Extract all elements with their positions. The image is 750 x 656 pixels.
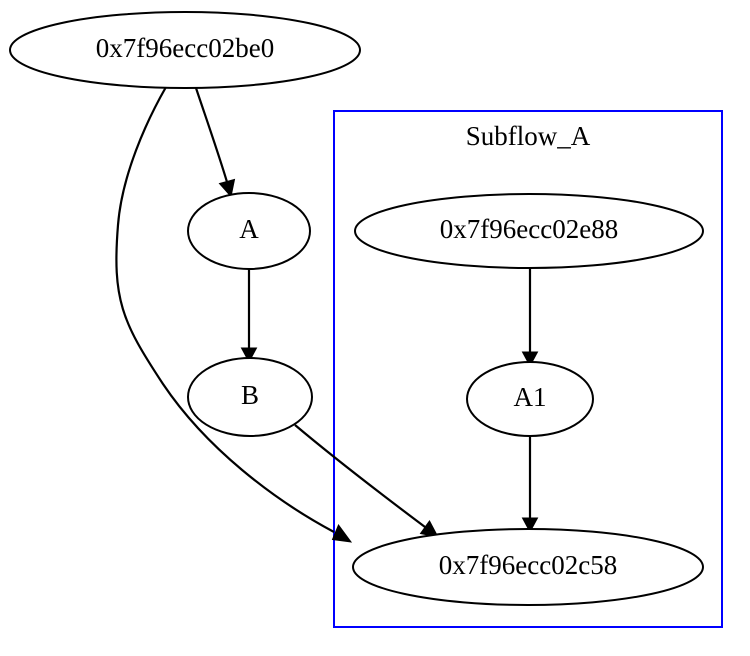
node-b[interactable]: B bbox=[187, 357, 313, 437]
node-a1-ellipse[interactable] bbox=[466, 361, 594, 437]
cluster-label-subflow-a: Subflow_A bbox=[466, 121, 591, 151]
edge-root-to-c58-arrowhead bbox=[331, 523, 353, 543]
node-root-label: 0x7f96ecc02be0 bbox=[96, 33, 274, 63]
cluster-subflow-a: Subflow_A bbox=[333, 110, 723, 628]
edge-a1-to-c58 bbox=[521, 436, 539, 534]
node-root[interactable]: 0x7f96ecc02be0 bbox=[9, 11, 361, 89]
edge-b-to-c58 bbox=[294, 424, 439, 538]
edge-b-to-c58-line bbox=[294, 424, 426, 528]
cluster-border-subflow-a bbox=[333, 110, 723, 628]
node-e88[interactable]: 0x7f96ecc02e88 bbox=[354, 193, 704, 269]
node-a-label: A bbox=[239, 214, 259, 244]
node-e88-ellipse[interactable] bbox=[354, 193, 704, 269]
edge-a-to-b-arrowhead bbox=[240, 347, 258, 364]
edge-e88-to-a1 bbox=[521, 268, 539, 368]
node-c58-ellipse[interactable] bbox=[352, 528, 704, 606]
edge-root-to-c58 bbox=[115, 86, 353, 543]
edge-root-to-c58-line bbox=[115, 86, 335, 533]
node-a[interactable]: A bbox=[187, 192, 311, 270]
node-b-ellipse[interactable] bbox=[187, 357, 313, 437]
node-a-ellipse[interactable] bbox=[187, 192, 311, 270]
edge-e88-to-a1-arrowhead bbox=[521, 351, 539, 368]
edge-root-to-a bbox=[194, 87, 236, 198]
edge-root-to-a-line bbox=[194, 87, 229, 183]
edge-a-to-b bbox=[240, 269, 258, 364]
node-a1[interactable]: A1 bbox=[466, 361, 594, 437]
node-b-label: B bbox=[241, 380, 259, 410]
node-c58[interactable]: 0x7f96ecc02c58 bbox=[352, 528, 704, 606]
edge-root-to-a-arrowhead bbox=[218, 178, 236, 198]
node-a1-label: A1 bbox=[514, 382, 547, 412]
node-c58-label: 0x7f96ecc02c58 bbox=[439, 550, 617, 580]
node-e88-label: 0x7f96ecc02e88 bbox=[440, 214, 618, 244]
node-root-ellipse[interactable] bbox=[9, 11, 361, 89]
edge-a1-to-c58-arrowhead bbox=[521, 517, 539, 534]
